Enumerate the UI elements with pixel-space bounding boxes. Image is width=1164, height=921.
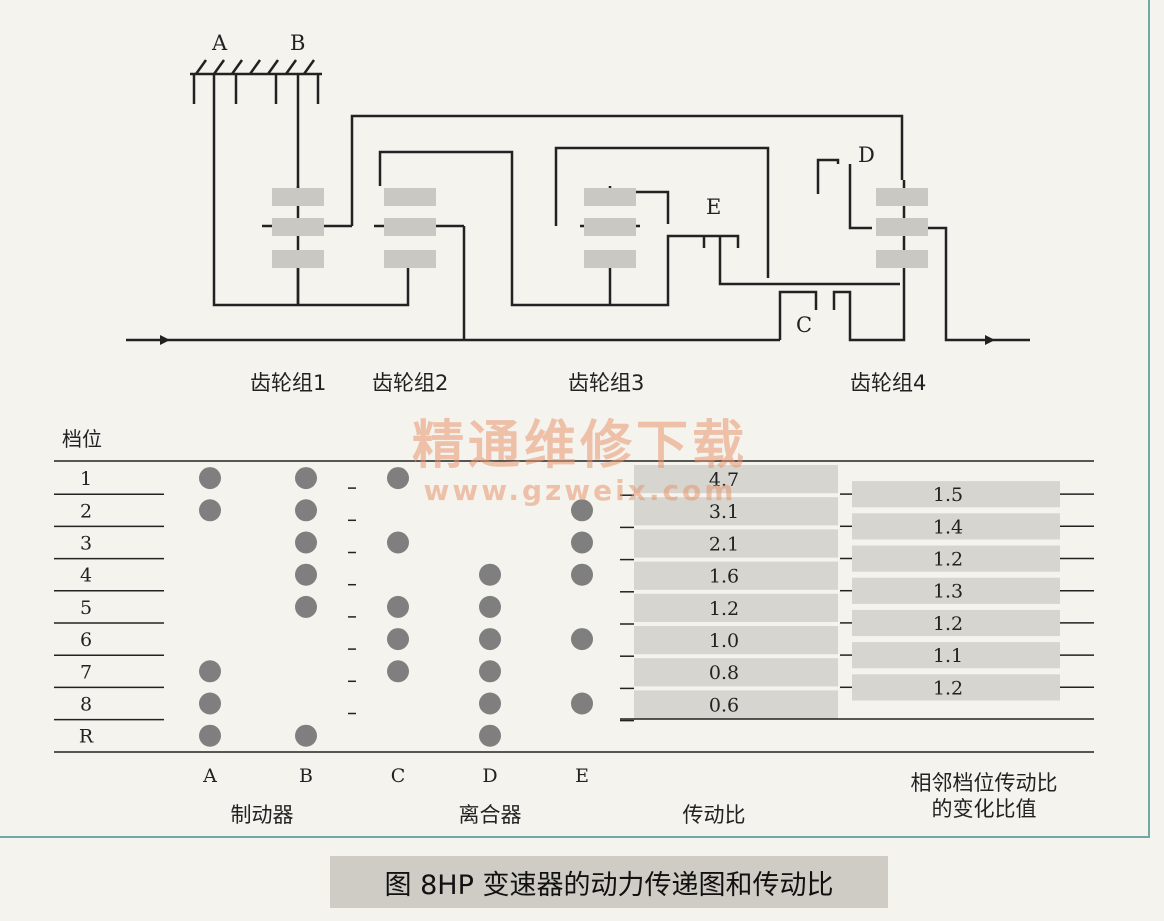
engaged-dot [479, 563, 501, 586]
engaged-dot [571, 563, 593, 586]
gear-set-3-label: 齿轮组3 [568, 371, 644, 395]
engaged-dot [295, 595, 317, 618]
label-e: E [706, 195, 721, 219]
engaged-dot [295, 563, 317, 586]
engaged-dot [479, 595, 501, 618]
gear-set-1-label: 齿轮组1 [250, 371, 326, 395]
engaged-dot [387, 595, 409, 618]
ratio-value: 2.1 [709, 533, 739, 555]
ground-hatch [190, 59, 322, 104]
ratio-step-value: 1.2 [933, 677, 963, 699]
gear-label: R [79, 726, 94, 748]
shift-table: 档位 1 2 3 4 5 6 7 8R 4.7 3.1 2.1 1.6 1.2 1.0 0.8 0.6 1.5 1… [54, 427, 1094, 827]
engaged-dot [387, 531, 409, 554]
engaged-dot [199, 467, 221, 490]
engaged-dot [479, 628, 501, 651]
ratio-step-value: 1.5 [933, 484, 963, 506]
label-c: C [796, 313, 812, 337]
gear-label: 1 [80, 468, 92, 490]
gear-label: 3 [80, 533, 92, 555]
col-c-label: C [391, 765, 406, 787]
gear-label: 4 [80, 565, 92, 587]
ratio-cell [634, 529, 838, 558]
shaft-lines [126, 74, 1030, 342]
gear-label: 8 [80, 694, 92, 716]
figure-frame [0, 0, 1150, 838]
brakes-label: 制动器 [231, 803, 294, 827]
engaged-dot [199, 692, 221, 715]
gear-blocks [272, 188, 928, 268]
ratio-value: 3.1 [709, 501, 739, 523]
clutches-label: 离合器 [459, 803, 522, 827]
engaged-dot [479, 724, 501, 747]
engaged-dot [199, 499, 221, 522]
gear-header: 档位 [62, 427, 102, 451]
engaged-dot [571, 499, 593, 522]
ratio-step-label-1: 相邻档位传动比 [911, 771, 1058, 795]
ratio-step-cell [852, 545, 1060, 572]
power-flow-diagram: A B D E C 齿轮组1 齿轮组2 齿轮组3 齿轮组4 [126, 31, 1030, 395]
ratio-cell [634, 497, 838, 526]
ratio-cell [634, 465, 838, 494]
engaged-dot [571, 628, 593, 651]
ratio-step-cell [852, 577, 1060, 604]
engaged-dot [295, 531, 317, 554]
ratio-step-cell [852, 481, 1060, 508]
ratio-cell [634, 593, 838, 622]
gear-label: 7 [80, 661, 92, 683]
col-b-label: B [299, 765, 313, 787]
engaged-dot [295, 724, 317, 747]
ratio-step-value: 1.2 [933, 549, 963, 571]
ratio-step-value: 1.4 [933, 516, 963, 538]
col-a-label: A [202, 765, 217, 787]
engaged-dot [387, 467, 409, 490]
ratio-step-cell [852, 609, 1060, 637]
ratio-step-cell [852, 642, 1060, 669]
ratio-step-value: 1.1 [933, 645, 963, 667]
ratio-value: 4.7 [709, 469, 739, 491]
ratio-step-cell [852, 513, 1060, 540]
engaged-dot [387, 660, 409, 683]
ratio-cell [634, 561, 838, 590]
ratio-value: 1.6 [709, 566, 739, 588]
ratio-value: 1.0 [709, 630, 739, 652]
col-d-label: D [482, 765, 497, 787]
engaged-dot [571, 531, 593, 554]
ratio-cell [634, 690, 838, 719]
col-e-label: E [575, 765, 589, 787]
ratio-step-value: 1.3 [933, 581, 963, 603]
engaged-dot [479, 692, 501, 715]
engaged-dot [479, 660, 501, 683]
ratio-value: 0.6 [709, 694, 739, 716]
engaged-dot [199, 724, 221, 747]
label-b: B [290, 31, 305, 55]
engaged-dot [295, 499, 317, 522]
engaged-dot [571, 692, 593, 715]
ratio-cell [634, 626, 838, 655]
ratio-label: 传动比 [683, 803, 746, 827]
gear-label: 5 [80, 597, 92, 619]
engaged-dot [387, 628, 409, 651]
engaged-dot [199, 660, 221, 683]
gear-set-2-label: 齿轮组2 [372, 371, 448, 395]
ratio-step-label-2: 的变化比值 [932, 797, 1037, 821]
engaged-dot [295, 467, 317, 490]
gear-set-4-label: 齿轮组4 [850, 371, 926, 395]
label-a: A [211, 31, 228, 55]
gear-label: 6 [80, 629, 92, 651]
gear-label: 2 [80, 500, 92, 522]
ratio-value: 0.8 [709, 662, 739, 684]
figure-caption: 图 8HP 变速器的动力传递图和传动比 [330, 856, 888, 908]
ratio-cell [634, 658, 838, 687]
output-arrow-icon [985, 335, 995, 345]
ratio-step-value: 1.2 [933, 613, 963, 635]
ratio-value: 1.2 [709, 598, 739, 620]
input-arrow-icon [160, 335, 170, 345]
ratio-step-cell [852, 674, 1060, 701]
label-d: D [858, 143, 875, 167]
